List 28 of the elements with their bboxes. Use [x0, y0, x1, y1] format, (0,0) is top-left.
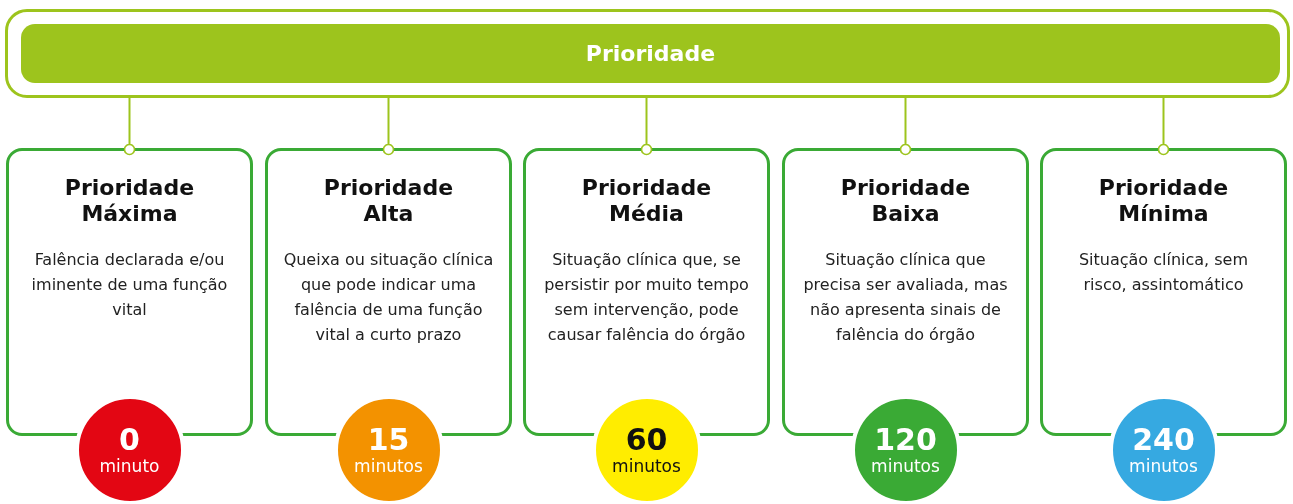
card-description: Situação clínica que, se persistir por muito tempo sem intervenção, pode causar falência do órgão	[543, 249, 750, 346]
connector-line	[382, 97, 395, 156]
card-description: Situação clínica que precisa ser avaliada, mas não apresenta sinais de falência do órgão	[802, 249, 1009, 346]
connector-line	[1157, 97, 1170, 156]
time-unit: minutos	[612, 456, 681, 476]
time-unit: minutos	[871, 456, 940, 476]
time-value: 240	[1132, 424, 1195, 456]
card-description: Situação clínica, sem risco, assintomático	[1077, 249, 1250, 296]
time-unit: minuto	[99, 456, 160, 476]
time-unit: minutos	[1129, 456, 1198, 476]
time-value: 120	[874, 424, 937, 456]
title-bar	[21, 24, 1280, 83]
card-heading: Prioridade Alta	[322, 175, 455, 227]
time-unit: minutos	[354, 456, 423, 476]
card-description: Queixa ou situação clínica que pode indicar uma falência de uma função vital a curto prazo	[282, 249, 495, 346]
card-heading: Prioridade Mínima	[1097, 175, 1230, 227]
title-text: Prioridade	[585, 41, 716, 66]
time-value: 60	[625, 424, 668, 456]
card-heading: Prioridade Baixa	[839, 175, 972, 227]
time-value: 15	[367, 424, 410, 456]
card-heading: Prioridade Máxima	[63, 175, 196, 227]
card-description: Falência declarada e/ou iminente de uma função vital	[30, 249, 229, 321]
connector-line	[640, 97, 653, 156]
card-heading: Prioridade Média	[580, 175, 713, 227]
header-frame	[5, 9, 1290, 98]
connector-line	[899, 97, 912, 156]
time-value: 0	[119, 424, 140, 456]
connector-line	[123, 97, 136, 156]
